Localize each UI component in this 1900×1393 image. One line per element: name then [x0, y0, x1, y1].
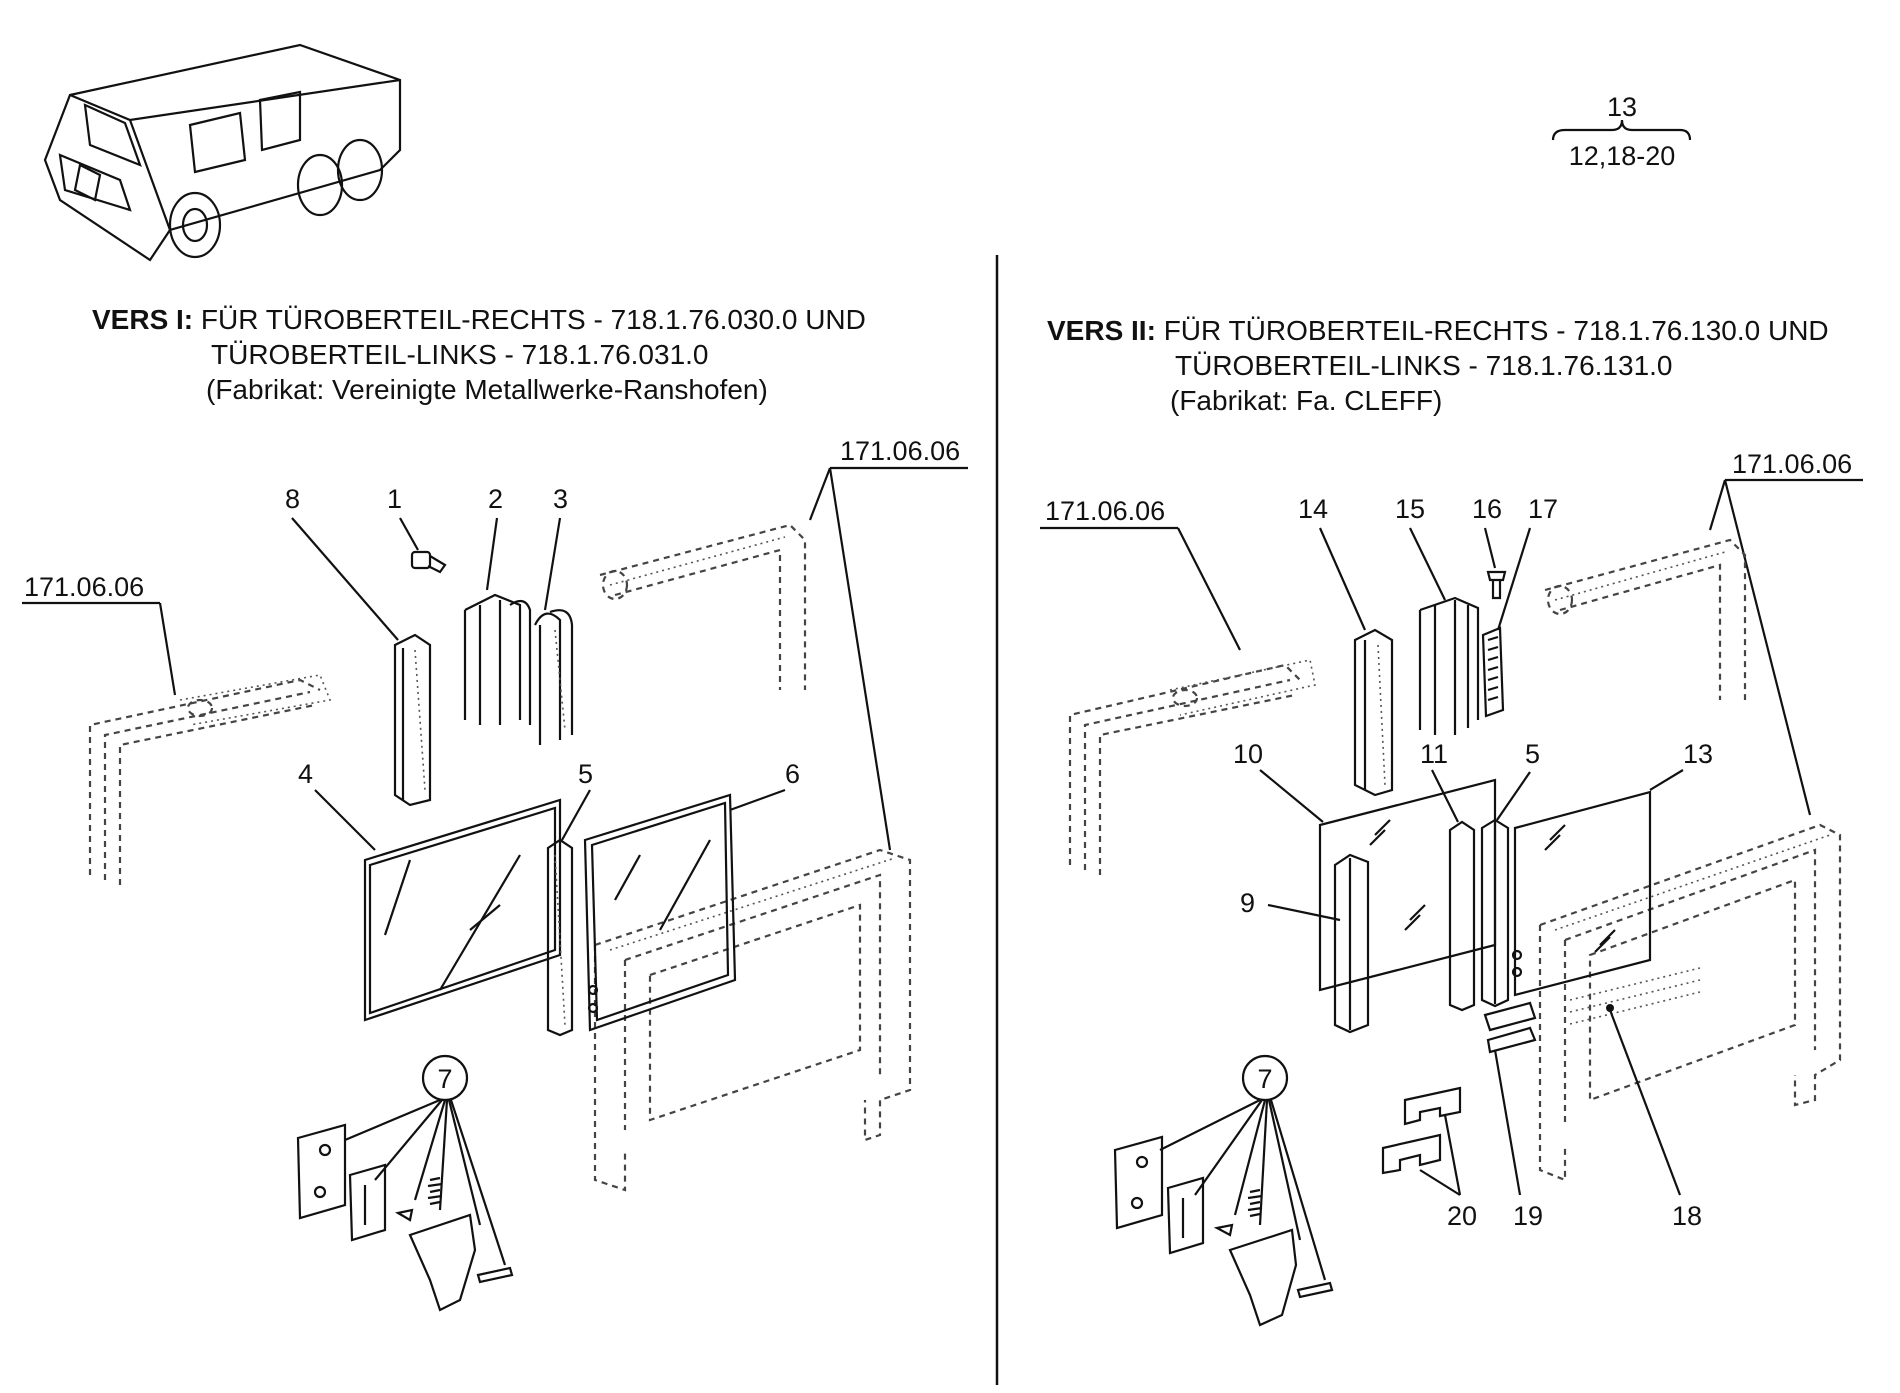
- right-window-frame: [1538, 823, 1842, 1182]
- left-header-line3-row: (Fabrikat: Vereinigte Metallwerke-Ransho…: [206, 372, 768, 407]
- right-header-line3-row: (Fabrikat: Fa. CLEFF): [1170, 383, 1442, 418]
- part-14-seal-strip: [1353, 628, 1394, 797]
- part-6-glass-pane: [583, 793, 737, 1032]
- left-header: VERS I: FÜR TÜROBERTEIL-RECHTS - 718.1.7…: [92, 302, 866, 337]
- left-ref-1: 171.06.06: [24, 572, 144, 602]
- leaders-7-left: [344, 1098, 507, 1266]
- label-14: 14: [1298, 494, 1328, 524]
- left-top-frame: [599, 523, 807, 690]
- label-20: 20: [1447, 1201, 1477, 1231]
- vehicle-illustration-icon: [43, 43, 402, 262]
- left-header-line2: TÜROBERTEIL-LINKS - 718.1.76.031.0: [211, 339, 709, 370]
- label-1: 1: [387, 484, 402, 514]
- part-15-channel: [1418, 596, 1480, 735]
- part-10-glass-pane: [1318, 778, 1497, 992]
- label-5-left: 5: [578, 759, 593, 789]
- part-18-guide-rail: [1483, 967, 1701, 1054]
- label-19: 19: [1513, 1201, 1543, 1231]
- label-13: 13: [1683, 739, 1713, 769]
- part-3-seal: [534, 609, 574, 745]
- ref-note-bottom: 12,18-20: [1569, 141, 1676, 171]
- label-3: 3: [553, 484, 568, 514]
- label-15: 15: [1395, 494, 1425, 524]
- label-9: 9: [1240, 888, 1255, 918]
- label-11: 11: [1420, 739, 1448, 769]
- label-2: 2: [488, 484, 503, 514]
- part-17-brush-seal: [1481, 626, 1505, 718]
- label-10: 10: [1233, 739, 1263, 769]
- leaders-7-right: [1159, 1099, 1327, 1281]
- part-2-channel: [463, 593, 532, 725]
- part-8-seal-strip: [393, 633, 432, 807]
- left-frame-corner: [88, 674, 332, 885]
- left-header-prefix: VERS I:: [92, 304, 194, 335]
- label-7-right: 7: [1257, 1064, 1272, 1094]
- part-9-seal-bar: [1333, 853, 1370, 1034]
- part-1-screw: [410, 550, 447, 574]
- part-11-seal-bar: [1448, 820, 1476, 1012]
- right-ref-2: 171.06.06: [1732, 449, 1852, 479]
- right-header-line1: FÜR TÜROBERTEIL-RECHTS - 718.1.76.130.0 …: [1163, 315, 1829, 346]
- right-ref-1: 171.06.06: [1045, 496, 1165, 526]
- label-6: 6: [785, 759, 800, 789]
- left-header-line3: (Fabrikat: Vereinigte Metallwerke-Ransho…: [206, 374, 768, 405]
- part-7-latch-right: [1113, 1135, 1334, 1327]
- part-4-glass-pane: [363, 798, 562, 1022]
- curly-brace-icon: [1551, 119, 1692, 141]
- part-13-glass-pane: [1511, 790, 1652, 997]
- part-20-clips: [1381, 1086, 1462, 1175]
- right-header-prefix: VERS II:: [1047, 315, 1156, 346]
- right-header-line3: (Fabrikat: Fa. CLEFF): [1170, 385, 1443, 416]
- part-7-latch-left: [296, 1123, 514, 1312]
- label-8: 8: [285, 484, 300, 514]
- label-17: 17: [1528, 494, 1558, 524]
- label-5-right: 5: [1525, 739, 1540, 769]
- right-header-line2-row: TÜROBERTEIL-LINKS - 718.1.76.131.0: [1175, 348, 1673, 383]
- part-16-screw: [1486, 570, 1507, 600]
- left-header-line1: FÜR TÜROBERTEIL-RECHTS - 718.1.76.030.0 …: [200, 304, 866, 335]
- right-header: VERS II: FÜR TÜROBERTEIL-RECHTS - 718.1.…: [1047, 313, 1829, 348]
- right-header-line2: TÜROBERTEIL-LINKS - 718.1.76.131.0: [1175, 350, 1673, 381]
- label-16: 16: [1472, 494, 1502, 524]
- label-4: 4: [298, 759, 313, 789]
- part-5-seal-bar-right: [1480, 818, 1510, 1008]
- label-7-left: 7: [437, 1064, 452, 1094]
- part-18-point: [1606, 1004, 1614, 1012]
- left-window-frame: [593, 848, 912, 1192]
- ref-note-top: 13: [1607, 92, 1637, 122]
- left-ref-2: 171.06.06: [840, 436, 960, 466]
- part-5-seal-bar: [546, 838, 574, 1037]
- label-18: 18: [1672, 1201, 1702, 1231]
- right-top-frame: [1544, 538, 1747, 700]
- left-header-line2-row: TÜROBERTEIL-LINKS - 718.1.76.031.0: [211, 337, 709, 372]
- right-frame-corner: [1068, 659, 1316, 875]
